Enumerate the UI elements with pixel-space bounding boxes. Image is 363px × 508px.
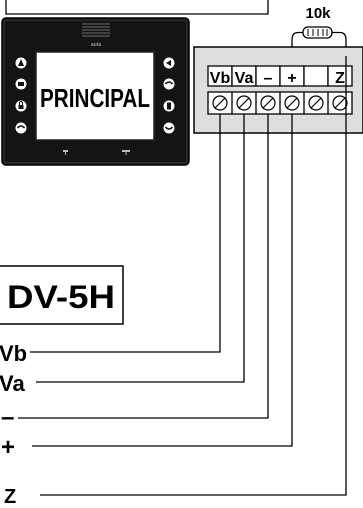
handset-icon (15, 122, 27, 134)
wire-labels: Vb Va – + Z (0, 341, 27, 508)
top-frame (5, 0, 269, 15)
left-buttons (15, 57, 27, 134)
alarm-icon (15, 57, 27, 69)
wire-label-plus: + (1, 434, 15, 461)
device-label: DV-5H (0, 265, 124, 325)
left-arrow-icon (163, 57, 175, 69)
bottom-indicators (63, 150, 130, 155)
wire-va (36, 114, 245, 383)
wire-label-va: Va (0, 371, 25, 396)
terminal-block: Vb Va – + Z (193, 46, 363, 134)
screw-icon (236, 95, 252, 111)
screw-icon (308, 95, 324, 111)
wire-z (40, 56, 347, 496)
wire-label-minus: – (1, 404, 14, 431)
screw-icon (332, 95, 348, 111)
terminal-label-va: Va (235, 70, 254, 87)
monitor-panel: auta PRINCIPAL (1, 17, 190, 166)
screen-text: PRINCIPAL (40, 83, 150, 113)
screw-icon (284, 95, 300, 111)
terminal-labels: Vb Va – + Z (210, 70, 345, 87)
resistor: 10k (291, 5, 347, 56)
wire-vb (30, 114, 221, 353)
right-buttons (163, 57, 175, 134)
door-icon (163, 100, 175, 112)
intercom-icon (163, 78, 175, 90)
wire-plus (32, 114, 293, 447)
device-name: DV-5H (7, 279, 115, 315)
resistor-value: 10k (305, 5, 331, 22)
terminal-screws (212, 95, 348, 111)
camera-icon (15, 78, 27, 90)
screw-icon (260, 95, 276, 111)
wire-label-z: Z (4, 486, 16, 508)
hangup-icon (163, 122, 175, 134)
terminal-label-minus: – (264, 70, 273, 87)
terminal-label-plus: + (287, 70, 296, 87)
terminal-label-vb: Vb (210, 70, 231, 87)
terminal-label-z: Z (335, 70, 345, 87)
wire-minus (18, 114, 269, 419)
left-indicator-icon (63, 150, 68, 152)
wires (18, 56, 347, 496)
speaker-grille (82, 23, 110, 37)
screw-icon (212, 95, 228, 111)
lock-icon (15, 100, 27, 112)
right-indicator-icon (122, 150, 130, 152)
terminal-block-frame (193, 46, 363, 134)
wire-label-vb: Vb (0, 341, 27, 366)
brand-logo: auta (91, 42, 102, 48)
screen (35, 51, 155, 141)
